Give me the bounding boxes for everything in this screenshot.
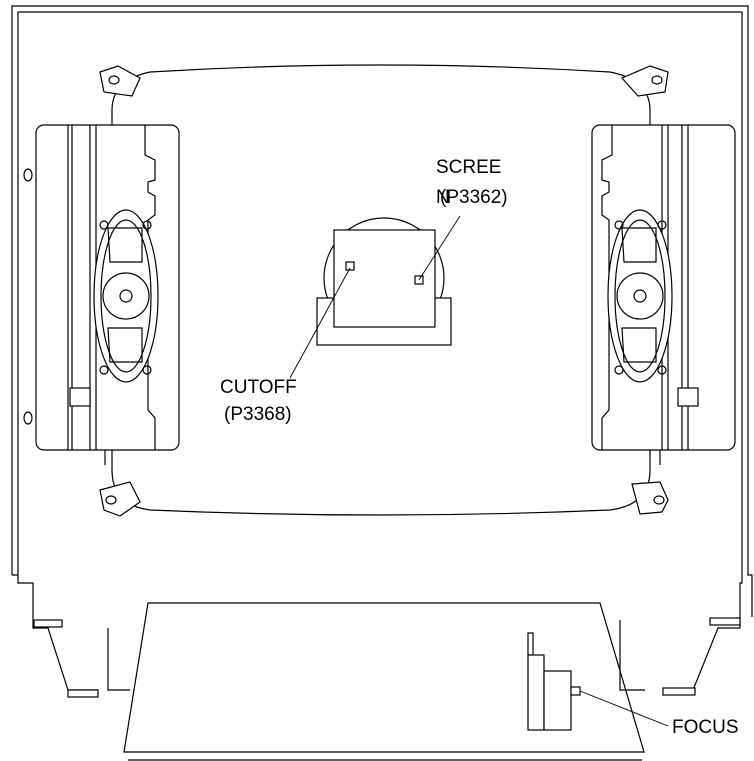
leader-line-cutoff <box>289 267 351 379</box>
cutoff-control <box>345 261 355 271</box>
cabinet-frame-inner <box>17 11 743 575</box>
flyback-board <box>107 602 645 761</box>
label-screen: SCREE <box>436 157 502 178</box>
speaker-right <box>591 124 736 465</box>
bracket-left-tab <box>33 619 63 628</box>
bracket-right <box>665 620 741 691</box>
leader-line-screen <box>418 215 461 281</box>
cabinet-frame <box>11 5 753 617</box>
label-cutoff-part: (P3368) <box>224 404 292 425</box>
speaker-left <box>35 124 180 465</box>
crt-ear-top-right <box>620 65 669 97</box>
flyback-block <box>543 670 572 731</box>
crt-neck-board <box>316 217 452 346</box>
label-focus: FOCUS <box>672 717 739 738</box>
bracket-right-tab <box>709 617 741 626</box>
label-screen-n: N <box>436 187 450 208</box>
crt-ear-bottom-left <box>99 481 141 517</box>
crt-ear-top-left <box>99 65 141 97</box>
crt-ear-bottom-right <box>631 481 669 515</box>
label-screen-part: (P3362) <box>440 187 508 208</box>
leader-line-focus <box>579 690 669 727</box>
label-cutoff: CUTOFF <box>220 377 297 398</box>
bracket-left <box>32 620 98 691</box>
focus-control <box>570 686 581 696</box>
